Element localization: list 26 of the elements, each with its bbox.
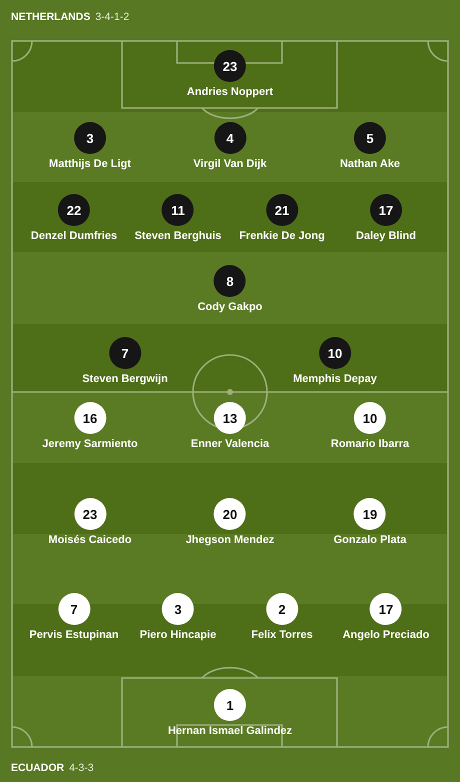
player-name: Matthijs De Ligt [49, 158, 131, 171]
player-name: Romario Ibarra [330, 438, 410, 451]
player-name: Piero Hincapie [140, 629, 216, 642]
team-name: ECUADOR [11, 762, 64, 774]
player-name: Virgil Van Dijk [193, 158, 267, 171]
player-name: Jhegson Mendez [186, 534, 274, 547]
formation: 3-4-1-2 [95, 11, 130, 23]
player-name: Nathan Ake [340, 158, 400, 171]
player-name: Frenkie De Jong [239, 230, 325, 243]
player-name: Moisés Caicedo [48, 534, 132, 547]
player-name: Enner Valencia [190, 438, 270, 451]
player-name: Memphis Depay [293, 373, 377, 386]
player-name: Felix Torres [251, 629, 313, 642]
player-name: Angelo Preciado [342, 629, 430, 642]
player-name: Gonzalo Plata [334, 534, 406, 547]
player-name: Denzel Dumfries [30, 230, 118, 243]
player-name: Steven Berghuis [134, 230, 222, 243]
player-name: Daley Blind [356, 230, 416, 243]
player-name: Pervis Estupinan [29, 629, 119, 642]
team-name: NETHERLANDS [11, 11, 90, 23]
player-name: Steven Bergwijn [82, 373, 168, 386]
player-name: Hernan Ismael Galindez [168, 725, 292, 738]
player-name: Andries Noppert [186, 86, 274, 99]
formation: 4-3-3 [69, 762, 94, 774]
player-name: Jeremy Sarmiento [42, 438, 138, 451]
player-name: Cody Gakpo [198, 301, 262, 314]
